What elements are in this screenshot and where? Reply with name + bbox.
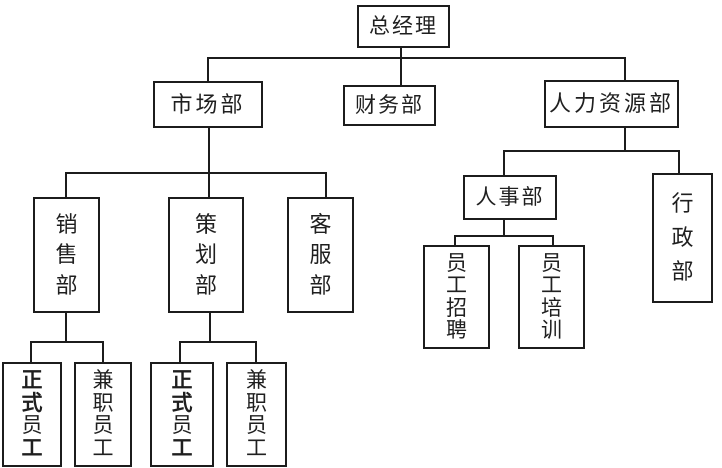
org-node-finance-dept: 财务部 [343,85,436,126]
connector-to-sales-parttime [102,341,104,363]
connector-planning-horizontal [179,341,257,343]
node-label: 兼职员工 [92,368,114,460]
org-node-sales-parttime-staff: 兼职员工 [74,362,132,467]
connector-to-training [552,235,554,246]
connector-to-recruit [454,235,456,246]
node-label: 人力资源部 [548,91,674,116]
org-node-employee-recruitment: 员工招聘 [423,245,490,349]
connector-hr-down [624,127,626,152]
connector-hr-horizontal [503,150,680,152]
node-label: 员工招聘 [446,251,467,342]
connector-to-service [325,172,327,198]
connector-to-planning-fulltime [179,341,181,363]
connector-root-down [400,47,402,59]
node-label: 行政部 [671,191,694,284]
node-label: 财务部 [355,93,424,117]
node-label: 兼职员工 [246,368,267,460]
connector-marketing-down [208,127,210,174]
connector-to-sales [65,172,67,198]
connector-to-marketing [207,57,209,82]
node-label: 客服部 [309,211,332,298]
org-node-admin-dept: 行政部 [652,173,713,303]
connector-sales-horizontal [30,341,104,343]
org-node-marketing-dept: 市场部 [153,81,263,128]
connector-to-hr [624,57,626,81]
connector-to-planning [208,172,210,198]
org-node-sales-dept: 销售部 [33,197,100,313]
node-label: 策划部 [194,211,217,298]
connector-to-admin [678,150,680,175]
connector-to-planning-parttime [255,341,257,363]
node-label: 销售部 [55,211,78,298]
connector-to-sales-fulltime [30,341,32,363]
org-node-general-manager: 总经理 [357,5,450,48]
org-node-hr-dept: 人力资源部 [544,80,679,128]
org-node-employee-training: 员工培训 [518,245,585,349]
org-node-sales-fulltime-staff: 正式员工 [2,362,62,467]
connector-to-personnel [503,150,505,175]
node-label: 市场部 [170,91,246,117]
connector-sales-down [65,312,67,343]
org-node-customer-service-dept: 客服部 [287,197,354,313]
connector-marketing-horizontal [65,172,327,174]
node-label: 员工培训 [541,251,562,342]
connector-planning-down [209,312,211,343]
connector-personnel-down [503,218,505,237]
connector-personnel-horizontal [454,235,554,237]
connector-to-finance [400,57,402,86]
node-label: 正式员工 [21,369,43,460]
node-label: 正式员工 [171,369,193,460]
node-label: 人事部 [475,185,545,209]
connector-level1-horizontal [207,57,626,59]
org-node-planning-parttime-staff: 兼职员工 [226,362,287,467]
org-node-planning-dept: 策划部 [168,197,244,313]
node-label: 总经理 [369,14,438,38]
org-node-personnel-dept: 人事部 [463,175,557,220]
org-node-planning-fulltime-staff: 正式员工 [150,362,214,467]
